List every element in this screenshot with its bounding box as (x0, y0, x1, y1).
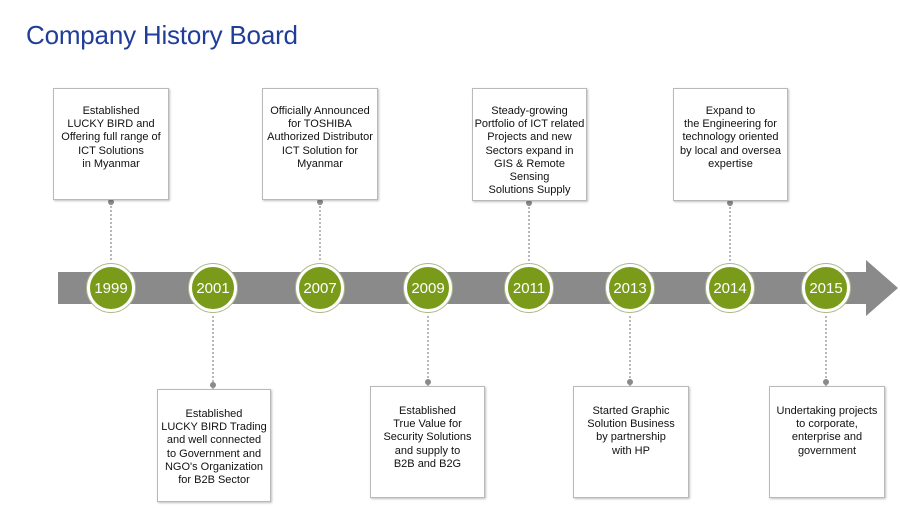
year-label: 2013 (613, 279, 647, 297)
milestone-box-2015: Undertaking projects to corporate, enter… (769, 386, 885, 498)
milestone-text: Expand to the Engineering for technology… (680, 105, 781, 170)
milestone-box-1999: Established LUCKY BIRD and Offering full… (53, 88, 169, 200)
year-circle-1999: 1999 (87, 264, 135, 312)
connector-dot-2007 (317, 199, 323, 205)
milestone-text: Undertaking projects to corporate, enter… (776, 405, 878, 457)
milestone-box-2007: Officially Announced for TOSHIBA Authori… (262, 88, 378, 200)
year-label: 2009 (411, 279, 445, 297)
year-circle-2001: 2001 (189, 264, 237, 312)
year-label: 1999 (94, 279, 128, 297)
milestone-box-2009: Established True Value for Security Solu… (370, 386, 485, 498)
milestone-text: Steady-growing Portfolio of ICT related … (474, 105, 585, 197)
year-label: 2014 (713, 279, 747, 297)
milestone-box-2013: Started Graphic Solution Business by par… (573, 386, 689, 498)
connector-dot-2001 (210, 382, 216, 388)
year-label: 2011 (512, 279, 546, 297)
milestone-text: Established LUCKY BIRD Trading and well … (161, 408, 267, 487)
connector-dot-2009 (425, 379, 431, 385)
year-circle-2009: 2009 (404, 264, 452, 312)
year-circle-2011: 2011 (505, 264, 553, 312)
year-circle-2013: 2013 (606, 264, 654, 312)
year-label: 2001 (196, 279, 230, 297)
milestone-text: Established True Value for Security Solu… (383, 405, 472, 470)
milestone-box-2011: Steady-growing Portfolio of ICT related … (472, 88, 587, 201)
year-circle-2015: 2015 (802, 264, 850, 312)
milestone-box-2014: Expand to the Engineering for technology… (673, 88, 788, 201)
year-circle-2014: 2014 (706, 264, 754, 312)
year-circle-2007: 2007 (296, 264, 344, 312)
connector-dot-2014 (727, 200, 733, 206)
year-label: 2015 (809, 279, 843, 297)
connector-dot-2015 (823, 379, 829, 385)
milestone-text: Officially Announced for TOSHIBA Authori… (267, 105, 373, 170)
connector-dot-2013 (627, 379, 633, 385)
timeline-arrow-shape (58, 260, 898, 316)
year-label: 2007 (303, 279, 337, 297)
milestone-text: Started Graphic Solution Business by par… (587, 405, 675, 457)
milestone-text: Established LUCKY BIRD and Offering full… (61, 105, 161, 170)
milestone-box-2001: Established LUCKY BIRD Trading and well … (157, 389, 271, 502)
page-title: Company History Board (26, 20, 298, 50)
connector-dot-2011 (526, 200, 532, 206)
connector-dot-1999 (108, 199, 114, 205)
